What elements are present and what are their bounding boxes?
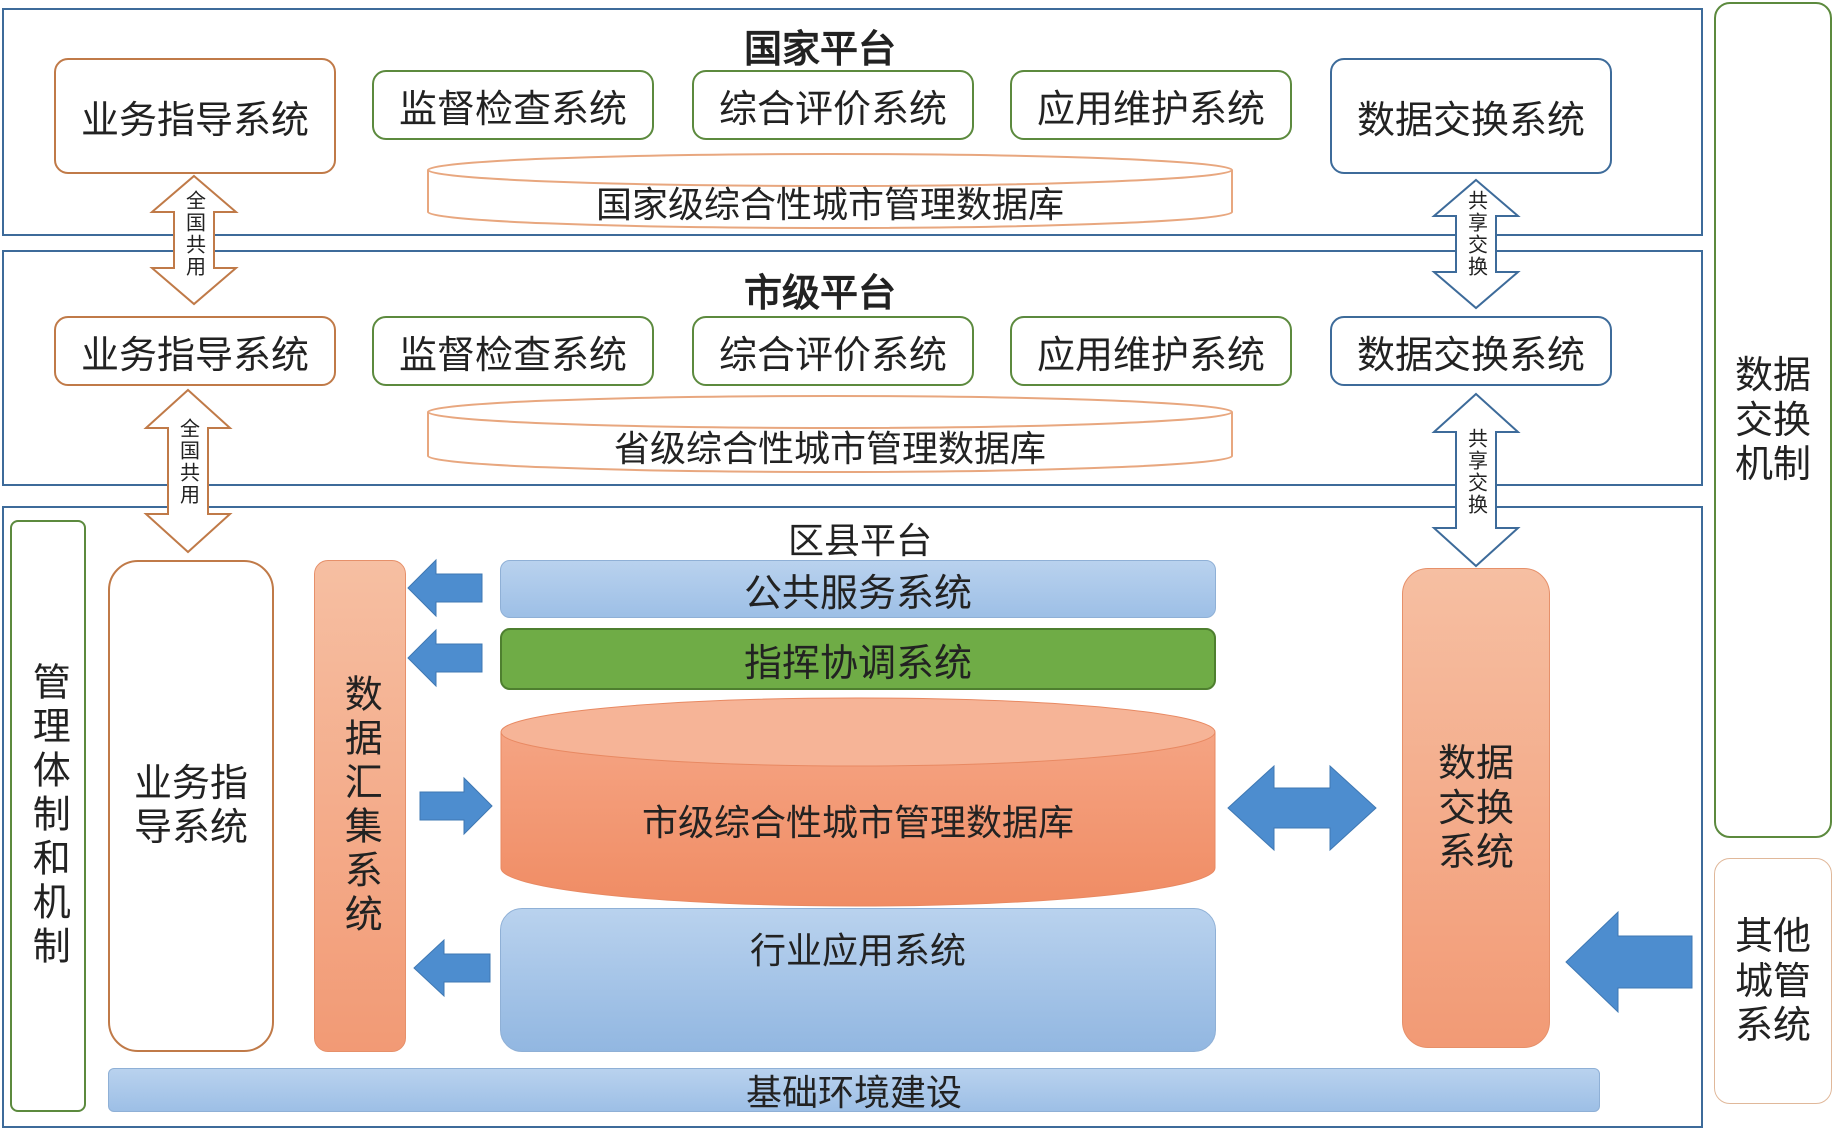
database-exchange-double-arrow xyxy=(1227,764,1377,852)
district-exchange-text: 数据交换系统 xyxy=(1437,740,1514,875)
data-aggregation-text: 数据汇集系统 xyxy=(338,674,383,938)
city-platform-title: 市级平台 xyxy=(743,271,896,315)
district-platform-title: 区县平台 xyxy=(787,521,932,562)
shared-national-arrow-upper xyxy=(149,174,239,306)
other-systems-label: 其他城管系统 xyxy=(1714,858,1832,1104)
share-exchange-label-upper: 共享交换 xyxy=(1458,190,1494,278)
data-aggregation-label: 数据汇集系统 xyxy=(314,560,406,1052)
industry-application-system[interactable] xyxy=(500,908,1216,1052)
public-to-aggregation-arrow xyxy=(407,558,483,618)
national-platform-title: 国家平台 xyxy=(743,27,896,71)
other-systems-column xyxy=(1714,858,1832,1104)
management-mechanism-text: 管理体制和机制 xyxy=(26,662,71,970)
share-exchange-text-lower: 共享交换 xyxy=(1464,428,1489,516)
city-supervision-system[interactable]: 监督检查系统 xyxy=(372,316,654,386)
city-database-label: 省级综合性城市管理数据库 xyxy=(613,429,1046,470)
command-coordination-system[interactable]: 指挥协调系统 xyxy=(500,628,1216,690)
industry-application-label: 行业应用系统 xyxy=(749,931,966,972)
industry-to-aggregation-arrow xyxy=(413,938,491,998)
public-service-system[interactable]: 公共服务系统 xyxy=(500,560,1216,618)
data-aggregation-system[interactable] xyxy=(314,560,406,1052)
district-guidance-label: 业务指导系统 xyxy=(133,761,248,849)
national-exchange-system[interactable]: 数据交换系统 xyxy=(1330,58,1612,174)
other-systems-to-exchange-arrow xyxy=(1565,910,1693,1014)
city-maintenance-system[interactable]: 应用维护系统 xyxy=(1010,316,1292,386)
district-exchange-label: 数据交换系统 xyxy=(1402,568,1550,1048)
share-exchange-label-lower: 共享交换 xyxy=(1458,428,1494,516)
shared-national-arrow-lower xyxy=(143,388,233,554)
national-supervision-system[interactable]: 监督检查系统 xyxy=(372,70,654,140)
shared-national-text-upper: 全国共用 xyxy=(182,190,207,278)
shared-national-label-lower: 全国共用 xyxy=(170,418,206,506)
national-database-label: 国家级综合性城市管理数据库 xyxy=(595,185,1064,226)
share-exchange-arrow-upper xyxy=(1431,178,1521,310)
command-to-aggregation-arrow xyxy=(407,628,483,688)
national-guidance-system[interactable]: 业务指导系统 xyxy=(54,58,336,174)
district-guidance-system[interactable]: 业务指导系统 xyxy=(108,560,274,1052)
national-maintenance-system[interactable]: 应用维护系统 xyxy=(1010,70,1292,140)
data-exchange-mechanism-label: 数据交换机制 xyxy=(1714,2,1832,838)
share-exchange-text-upper: 共享交换 xyxy=(1464,190,1489,278)
data-exchange-mechanism-column xyxy=(1714,2,1832,838)
city-guidance-system[interactable]: 业务指导系统 xyxy=(54,316,336,386)
aggregation-to-database-arrow xyxy=(419,776,493,836)
data-exchange-mechanism-text: 数据交换机制 xyxy=(1734,352,1811,487)
city-exchange-system[interactable]: 数据交换系统 xyxy=(1330,316,1612,386)
district-exchange-system[interactable] xyxy=(1402,568,1550,1048)
other-systems-text: 其他城管系统 xyxy=(1734,913,1811,1048)
share-exchange-arrow-lower xyxy=(1431,392,1521,568)
national-evaluation-system[interactable]: 综合评价系统 xyxy=(692,70,974,140)
management-mechanism-label: 管理体制和机制 xyxy=(10,520,86,1112)
shared-national-label-upper: 全国共用 xyxy=(176,190,212,278)
city-evaluation-system[interactable]: 综合评价系统 xyxy=(692,316,974,386)
management-mechanism-column xyxy=(10,520,86,1112)
shared-national-text-lower: 全国共用 xyxy=(176,418,201,506)
infrastructure-bar: 基础环境建设 xyxy=(108,1068,1600,1114)
district-database-label: 市级综合性城市管理数据库 xyxy=(641,803,1074,844)
